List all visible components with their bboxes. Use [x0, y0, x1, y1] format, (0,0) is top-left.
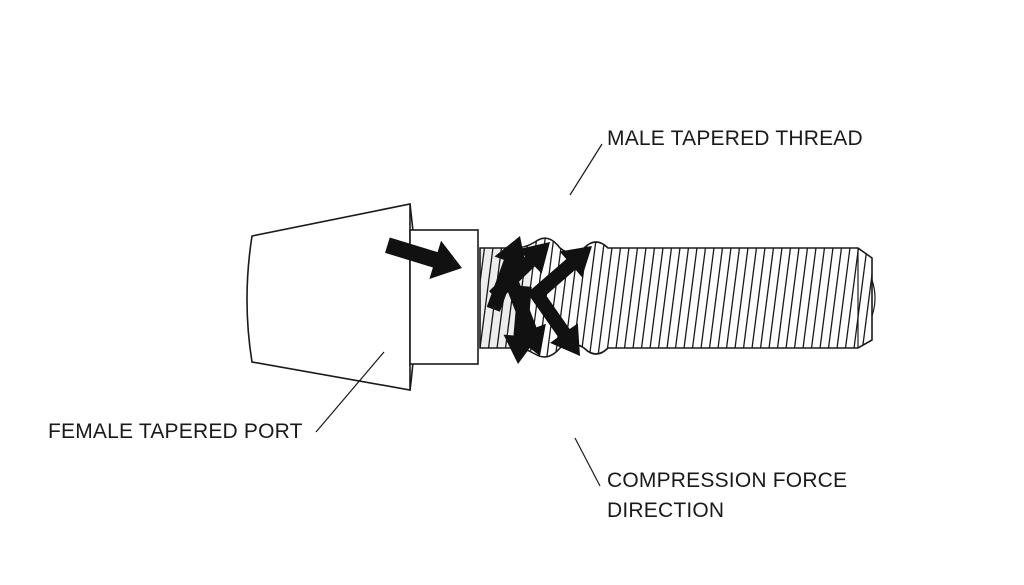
thread-line [860, 238, 872, 357]
thread-line [851, 238, 870, 357]
arrow-side-icon [385, 237, 462, 279]
thread-line [792, 238, 810, 357]
thread-line [639, 238, 657, 357]
thread-line [579, 238, 598, 357]
label-male-tapered-thread: MALE TAPERED THREAD [607, 127, 863, 150]
thread-line [766, 238, 785, 357]
thread-line [749, 238, 768, 357]
leader-female-port [315, 351, 385, 433]
arrow-bottom-2-icon [505, 280, 546, 356]
leader-compression [574, 437, 601, 487]
thread-line [664, 238, 683, 357]
thread-line [878, 236, 894, 360]
thread-line [681, 238, 700, 357]
leader-male-thread [569, 143, 603, 196]
arrow-bottom-3-icon [529, 288, 580, 356]
thread-line [647, 238, 666, 357]
thread-line [622, 238, 640, 357]
arrow-top-3-icon [528, 246, 592, 303]
thread-line [715, 238, 734, 357]
thread-line [817, 238, 836, 357]
label-compression-force-direction: COMPRESSION FORCE DIRECTION [607, 466, 847, 526]
thread-line [826, 238, 844, 357]
thread-line [698, 238, 717, 357]
thread-line [545, 238, 564, 357]
thread-line [741, 238, 759, 357]
thread-line [783, 238, 802, 357]
thread-line [596, 238, 615, 357]
label-female-tapered-port: FEMALE TAPERED PORT [48, 420, 303, 443]
leader-lines [315, 143, 603, 487]
arrow-top-2-icon [489, 242, 550, 302]
thread-line [843, 238, 861, 357]
thread-line [834, 238, 853, 357]
thread-line [732, 238, 751, 357]
thread-line [656, 238, 674, 357]
label-compression-line-2: DIRECTION [607, 499, 725, 522]
thread-line [724, 238, 742, 357]
female-tapered-port [246, 203, 417, 391]
compression-arrows [385, 236, 592, 364]
thread-line [480, 238, 496, 357]
thread-line [588, 238, 606, 357]
thread-line [775, 238, 793, 357]
thread-line [605, 238, 623, 357]
thread-line [800, 238, 819, 357]
thread-line [809, 238, 827, 357]
thread-line [613, 238, 632, 357]
thread-line [480, 238, 487, 357]
thread-line [758, 238, 776, 357]
thread-line [707, 238, 725, 357]
thread-line [630, 238, 649, 357]
thread-line [690, 238, 708, 357]
thread-line [673, 238, 691, 357]
label-compression-line-1: COMPRESSION FORCE [607, 469, 848, 492]
